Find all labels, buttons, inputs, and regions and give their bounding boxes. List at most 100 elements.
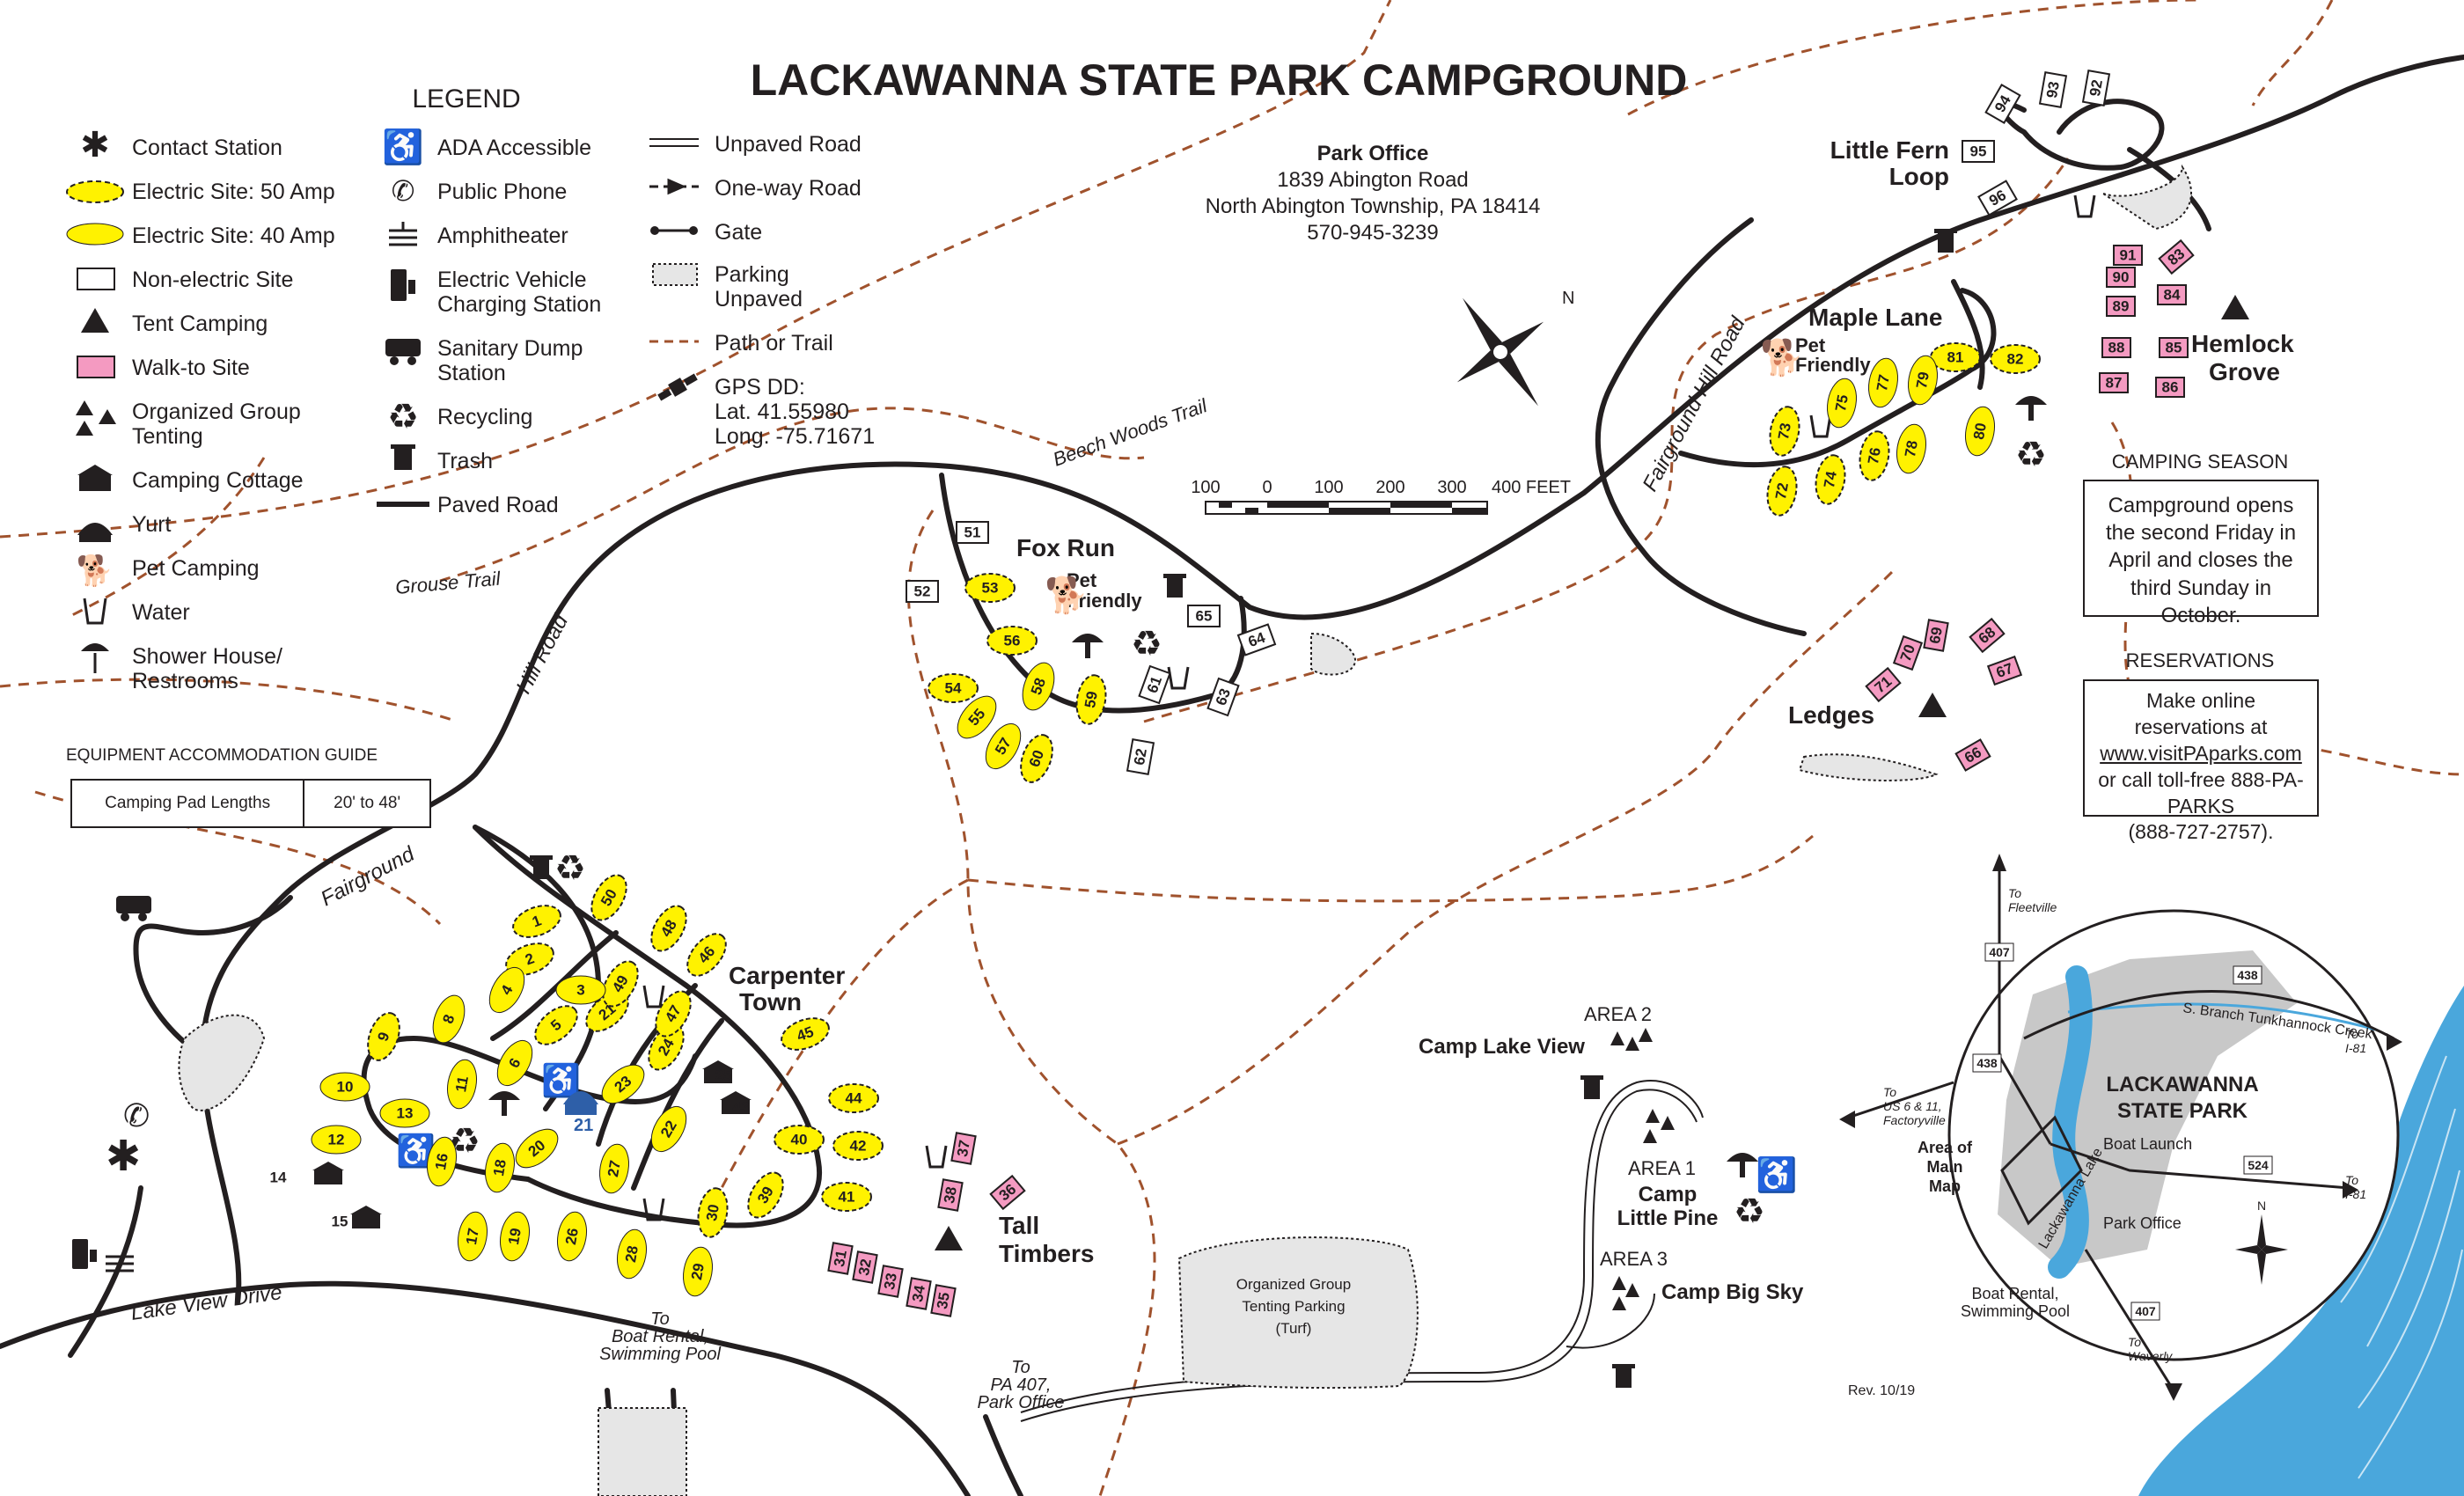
campsite-75: 75 [1827,378,1857,429]
oval-icon [66,223,124,246]
map-title: LACKAWANNA STATE PARK CAMPGROUND [751,55,1688,105]
svg-text:To: To [2345,1027,2358,1041]
campsite-marker [311,1125,362,1155]
campsite-32: 32 [852,1250,878,1284]
campsite-63: 63 [1206,677,1240,717]
campsite-13: 13 [379,1098,430,1128]
campsite-number: 44 [846,1090,862,1107]
campsite-53: 53 [964,573,1016,603]
campsite-4: 4 [488,966,525,1014]
svg-text:Fox Run: Fox Run [1016,534,1115,561]
inset-main-map-box [2000,1115,2083,1226]
campsite-14: 14 [270,1170,287,1186]
svg-text:To: To [2128,1335,2141,1349]
campsite-marker [2113,245,2143,266]
campsite-marker [512,905,561,938]
campsite-96: 96 [1977,180,2018,216]
svg-text:Pet Camping: Pet Camping [132,556,260,581]
campsite-number: 65 [1196,608,1213,625]
campsite-72: 72 [1766,466,1798,517]
campsite-59: 59 [1075,674,1107,725]
campsite-number: 13 [397,1105,414,1122]
campsite-marker [821,1182,872,1212]
campsites: 1259212430394041424445464748495053545659… [270,70,2195,1317]
campsite-marker [2106,296,2136,317]
campsite-number: 12 [328,1132,345,1148]
group-tents-icon [1612,1276,1639,1310]
svg-text:Timbers: Timbers [999,1240,1094,1267]
campsite-marker [601,1064,645,1104]
campsite-marker [1815,454,1846,505]
campsite-marker [1865,666,1902,703]
svg-text:Main: Main [1926,1158,1962,1176]
campsite-number: 84 [2164,287,2181,304]
svg-text:Little Pine: Little Pine [1617,1206,1719,1230]
campsite-marker [432,994,466,1044]
svg-text:Electric Vehicle: Electric Vehicle [437,268,587,292]
water-cup-icon [83,598,107,625]
campsite-38: 38 [937,1178,964,1212]
campsite-marker [1930,342,1981,372]
campsite-marker [930,1284,957,1317]
svg-text:Camp Big Sky: Camp Big Sky [1661,1280,1804,1304]
svg-text:Park Office: Park Office [2103,1214,2182,1232]
campsite-number: 40 [791,1132,808,1148]
campsite-marker [427,1136,457,1187]
svg-text:To: To [1883,1085,1896,1099]
campsite-marker [686,933,727,977]
campsite-number: 82 [2007,351,2024,368]
campsite-number: 11 [452,1074,472,1093]
svg-text:100: 100 [1314,478,1343,497]
svg-text:Tenting Parking: Tenting Parking [1242,1298,1345,1315]
svg-text:Path or Trail: Path or Trail [715,331,833,356]
svg-text:Water: Water [132,600,190,625]
campsite-number: 81 [1947,349,1964,366]
svg-text:Tent Camping: Tent Camping [132,312,268,336]
dump-station-icon [385,339,421,365]
campsite-number: 34 [909,1284,928,1303]
campsite-number: 93 [2043,80,2063,99]
campsite-marker [989,1174,1026,1211]
campsite-77: 77 [1868,357,1898,408]
campsite-marker [650,905,687,952]
campsite-number: 52 [914,583,931,600]
campsite-marker [2158,238,2195,275]
campsite-83: 83 [2158,238,2195,275]
campsite-marker [1022,662,1055,711]
campsite-marker [447,1059,477,1110]
campsite-marker [1986,655,2023,686]
campsite-number: 69 [1926,626,1946,645]
campsite-marker [2081,70,2111,106]
campsite-marker [650,1105,687,1153]
svg-text:Factoryville: Factoryville [1883,1113,1946,1127]
campsite-44: 44 [828,1083,879,1113]
campsite-marker [500,1211,530,1262]
reservations-link[interactable]: www.visitPAparks.com [2100,741,2302,765]
svg-text:Boat Rental,: Boat Rental, [1971,1285,2058,1302]
recycle-icon: ♻ [1131,625,1162,664]
svg-text:Lat. 41.55980: Lat. 41.55980 [715,400,849,424]
campsite-marker [458,1211,488,1262]
campsite-marker [956,521,989,544]
campsite-number: 88 [2108,340,2125,356]
svg-text:Contact Station: Contact Station [132,136,282,160]
campsite-49: 49 [602,960,639,1008]
campsite-marker [827,1242,854,1275]
recycle-icon: ♻ [1734,1192,1765,1231]
gate-icon [650,226,698,235]
svg-text:N: N [1562,289,1574,308]
campsite-marker [877,1265,904,1298]
campsite-marker [1868,357,1898,408]
campsite-marker [2106,267,2136,288]
campsite-number: 78 [1902,439,1921,458]
campsite-79: 79 [1908,355,1938,406]
svg-text:Unpaved: Unpaved [715,287,803,312]
campsite-marker [367,1012,400,1061]
svg-text:Beech Woods Trail: Beech Woods Trail [1050,394,1211,471]
reservations-line1: Make online reservations at [2134,689,2268,738]
parking-icon [652,263,698,286]
shower-icon [488,396,2047,1177]
svg-text:407: 407 [2135,1304,2156,1318]
tent-icon [935,1226,963,1250]
svg-text:Grove: Grove [2209,358,2280,385]
